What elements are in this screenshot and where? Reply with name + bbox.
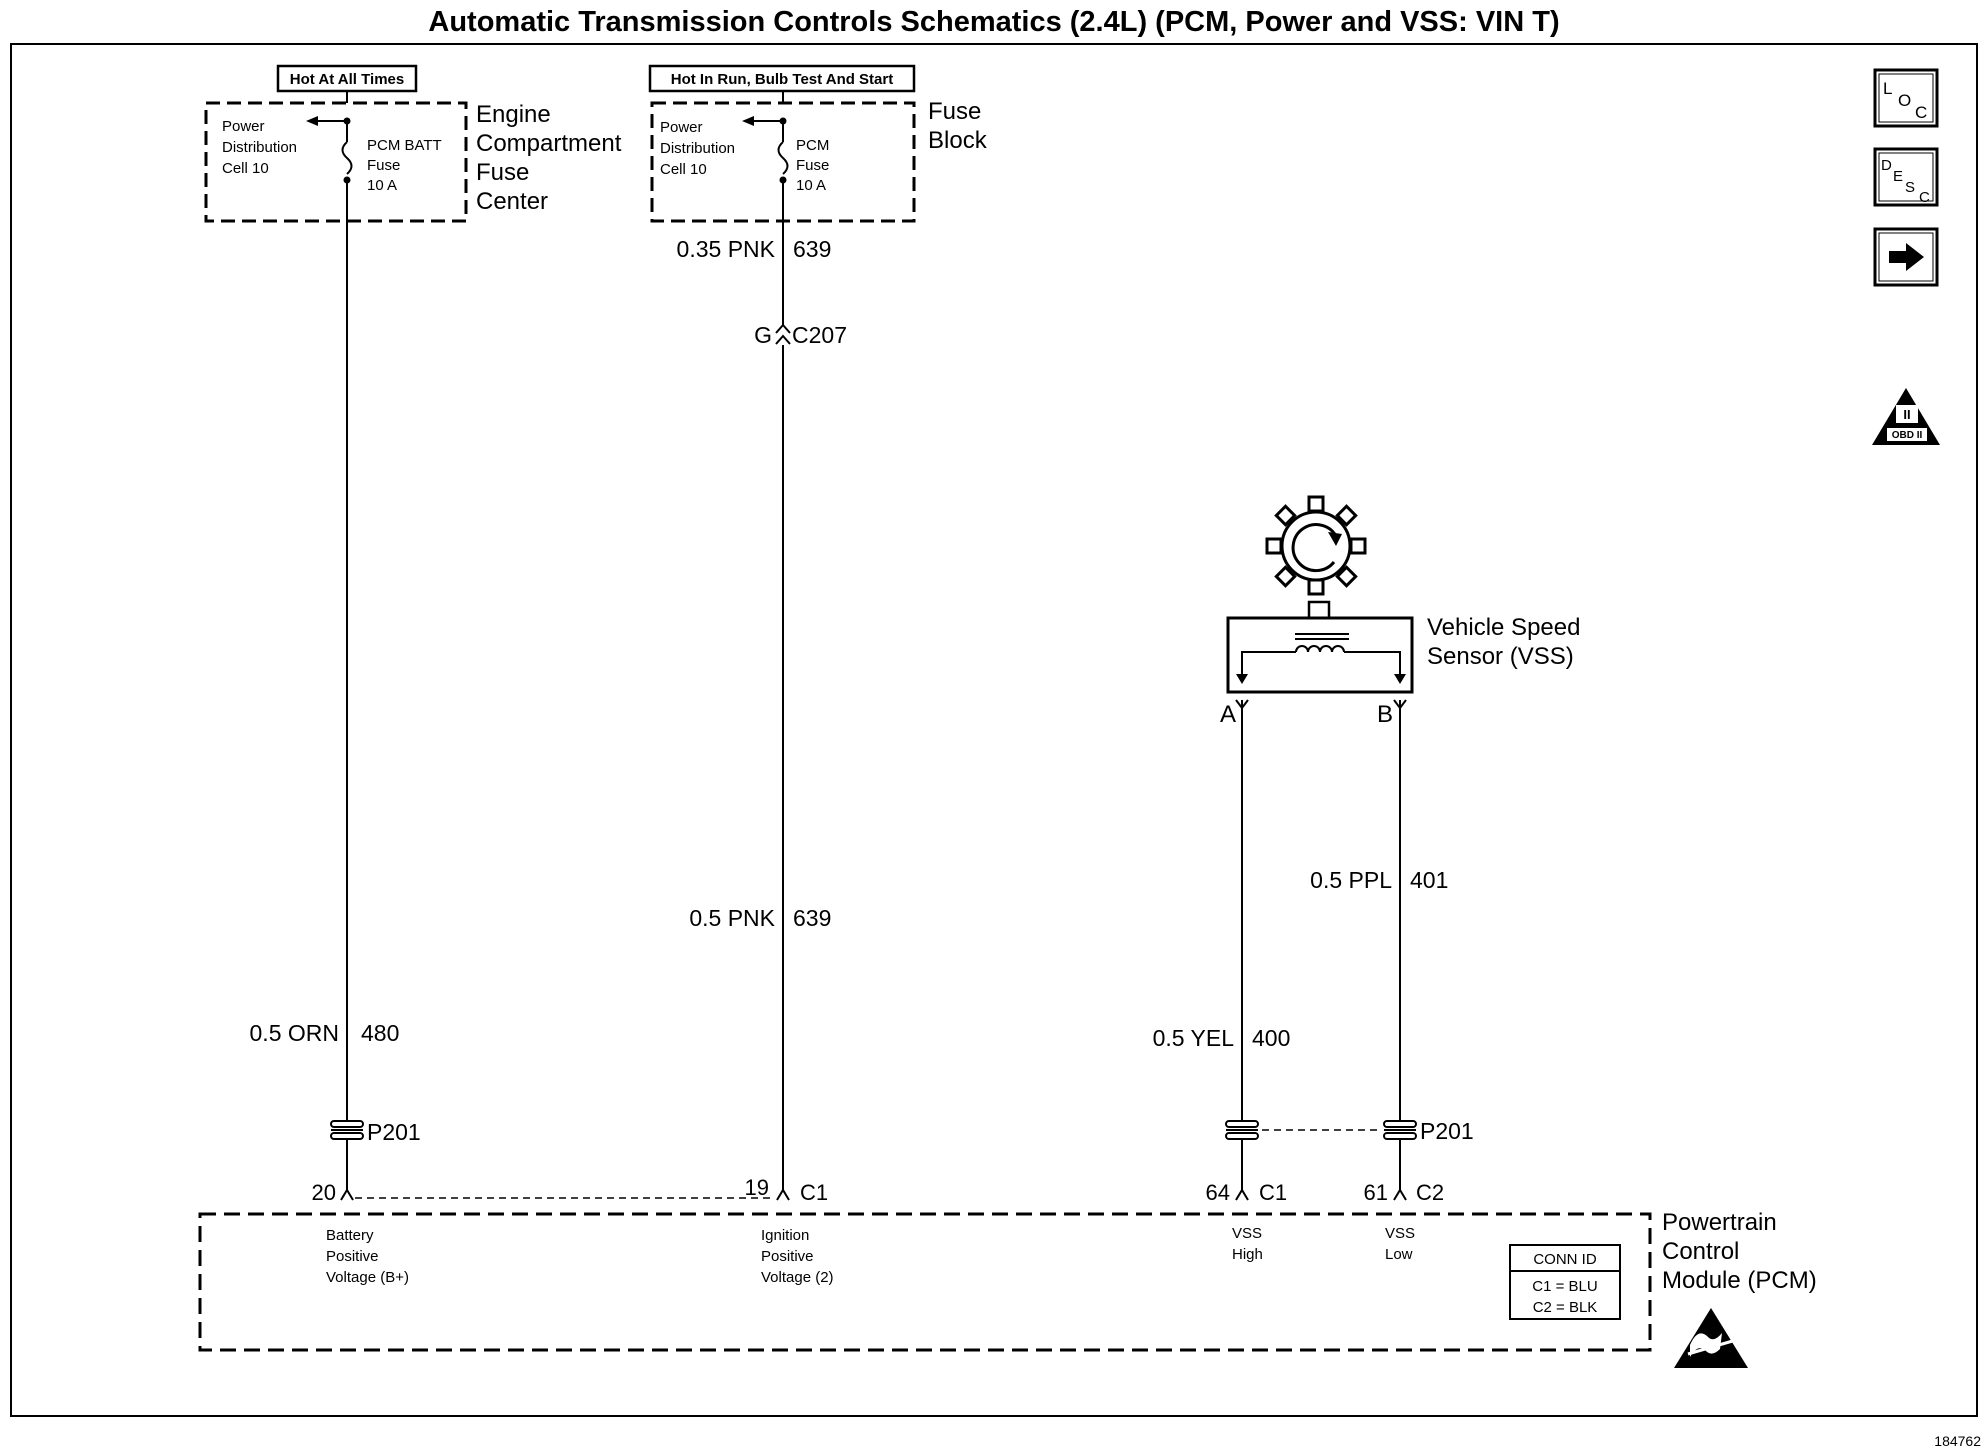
pcm-label-1: Powertrain — [1662, 1209, 1777, 1236]
dist-label-mid-1: Power — [660, 119, 703, 136]
pcm-label-3: Module (PCM) — [1662, 1267, 1817, 1294]
c207-pin-label: G — [754, 322, 772, 348]
fuse-label-left-3: 10 A — [367, 177, 397, 194]
ign-label-2: Positive — [761, 1248, 814, 1265]
box-label-left-4: Center — [476, 188, 548, 215]
wire-480: 0.5 ORN 480 P201 20 — [250, 180, 421, 1205]
obd-ii-icon: II OBD II — [1872, 388, 1940, 445]
vss-label-2: Sensor (VSS) — [1427, 643, 1574, 670]
figure-id: 184762 — [1934, 1433, 1981, 1449]
hot-label-left: Hot At All Times — [290, 71, 404, 88]
conn-id-c2: C2 = BLK — [1533, 1299, 1598, 1316]
ign-label-3: Voltage (2) — [761, 1269, 834, 1286]
pin-20-label: 20 — [312, 1180, 336, 1205]
bplus-label-1: Battery — [326, 1227, 374, 1244]
loc-button-o: O — [1898, 91, 1911, 110]
fuse-label-mid-2: Fuse — [796, 157, 829, 174]
pcm-label-2: Control — [1662, 1238, 1739, 1265]
fuse-label-left-1: PCM BATT — [367, 137, 442, 154]
dist-label-left-1: Power — [222, 118, 265, 135]
pin-64-label: 64 — [1206, 1180, 1230, 1205]
wire-480-circuit: 480 — [361, 1020, 399, 1046]
dist-label-mid-3: Cell 10 — [660, 161, 707, 178]
next-arrow-button[interactable] — [1873, 227, 1939, 287]
pin-19-conn: C1 — [800, 1180, 828, 1205]
dist-label-left-2: Distribution — [222, 139, 297, 156]
desc-button-s: S — [1905, 179, 1915, 196]
p201-vss-low-connector — [1383, 1120, 1417, 1140]
vss-label-1: Vehicle Speed — [1427, 614, 1580, 641]
box-label-left-2: Compartment — [476, 130, 622, 157]
engine-fuse-center: Hot At All Times Power Distribution Cell… — [204, 64, 622, 223]
diagram-frame — [10, 43, 1978, 1417]
desc-button-c: C — [1919, 189, 1930, 206]
desc-button-d: D — [1881, 157, 1892, 174]
desc-button-e: E — [1893, 168, 1903, 185]
box-label-mid-2: Block — [928, 127, 988, 154]
vss-high-label-2: High — [1232, 1246, 1263, 1263]
conn-id-c1: C1 = BLU — [1532, 1278, 1597, 1295]
vss-sensor: Vehicle Speed Sensor (VSS) A B — [1220, 495, 1580, 728]
fuse-label-mid-3: 10 A — [796, 177, 826, 194]
wire-639-top-circuit: 639 — [793, 236, 831, 262]
pin-19-label: 19 — [745, 1175, 769, 1200]
desc-button[interactable]: D E S C — [1873, 147, 1939, 207]
conn-id-table: CONN ID C1 = BLU C2 = BLK — [1509, 1244, 1621, 1320]
engine-fuse-box — [204, 101, 468, 223]
wire-480-gauge: 0.5 ORN — [250, 1020, 339, 1046]
c207-connector — [775, 323, 791, 345]
vss-low-label-2: Low — [1385, 1246, 1413, 1263]
fuse-block: Hot In Run, Bulb Test And Start Power Di… — [648, 64, 988, 223]
pcm-module: Battery Positive Voltage (B+) Ignition P… — [198, 1209, 1817, 1368]
wire-401-gauge: 0.5 PPL — [1310, 867, 1392, 893]
vss-low-label-1: VSS — [1385, 1225, 1415, 1242]
reluctor-wheel-icon — [1265, 495, 1367, 596]
pin-61-label: 61 — [1364, 1180, 1388, 1205]
pin-61-conn: C2 — [1416, 1180, 1444, 1205]
dist-label-left-3: Cell 10 — [222, 160, 269, 177]
vss-high-label-1: VSS — [1232, 1225, 1262, 1242]
conn-id-header: CONN ID — [1533, 1251, 1597, 1268]
wire-639: 0.35 PNK 639 G C207 0.5 PNK 639 19 C1 — [677, 180, 847, 1205]
wire-400: 0.5 YEL 400 64 C1 — [1153, 700, 1290, 1205]
pcm-box — [198, 1212, 1652, 1352]
wire-401: 0.5 PPL 401 P201 61 C2 — [1310, 700, 1474, 1205]
vss-body — [1226, 616, 1414, 694]
wire-400-circuit: 400 — [1252, 1025, 1290, 1051]
esd-warning-icon — [1674, 1308, 1748, 1368]
loc-button-c: C — [1915, 103, 1927, 122]
bplus-label-3: Voltage (B+) — [326, 1269, 409, 1286]
p201-left-connector — [330, 1120, 364, 1140]
arrow-right-icon — [1889, 243, 1924, 271]
vss-pin-b: B — [1377, 701, 1393, 728]
wire-639-bottom-circuit: 639 — [793, 905, 831, 931]
wire-639-bottom-gauge: 0.5 PNK — [689, 905, 775, 931]
wire-401-circuit: 401 — [1410, 867, 1448, 893]
box-label-mid-1: Fuse — [928, 98, 981, 125]
wire-400-gauge: 0.5 YEL — [1153, 1025, 1235, 1051]
fuse-symbol-mid — [777, 141, 789, 175]
vss-pin-a: A — [1220, 701, 1236, 728]
obd-roman: II — [1903, 407, 1910, 422]
loc-button[interactable]: L O C — [1873, 68, 1939, 128]
fuse-label-left-2: Fuse — [367, 157, 400, 174]
fuse-symbol-left — [341, 141, 353, 175]
loc-button-l: L — [1883, 79, 1892, 98]
c207-name-label: C207 — [792, 322, 847, 348]
bplus-label-2: Positive — [326, 1248, 379, 1265]
p201-left-label: P201 — [367, 1119, 421, 1145]
box-label-left-1: Engine — [476, 101, 551, 128]
hot-label-mid: Hot In Run, Bulb Test And Start — [671, 71, 893, 88]
wire-639-top-gauge: 0.35 PNK — [677, 236, 776, 262]
dist-label-mid-2: Distribution — [660, 140, 735, 157]
fuse-label-mid-1: PCM — [796, 137, 829, 154]
ign-label-1: Ignition — [761, 1227, 809, 1244]
pin-64-conn: C1 — [1259, 1180, 1287, 1205]
obd-label: OBD II — [1892, 430, 1923, 441]
box-label-left-3: Fuse — [476, 159, 529, 186]
page-title: Automatic Transmission Controls Schemati… — [428, 6, 1559, 38]
p201-right-label: P201 — [1420, 1118, 1474, 1144]
p201-vss-high-connector — [1225, 1120, 1259, 1140]
